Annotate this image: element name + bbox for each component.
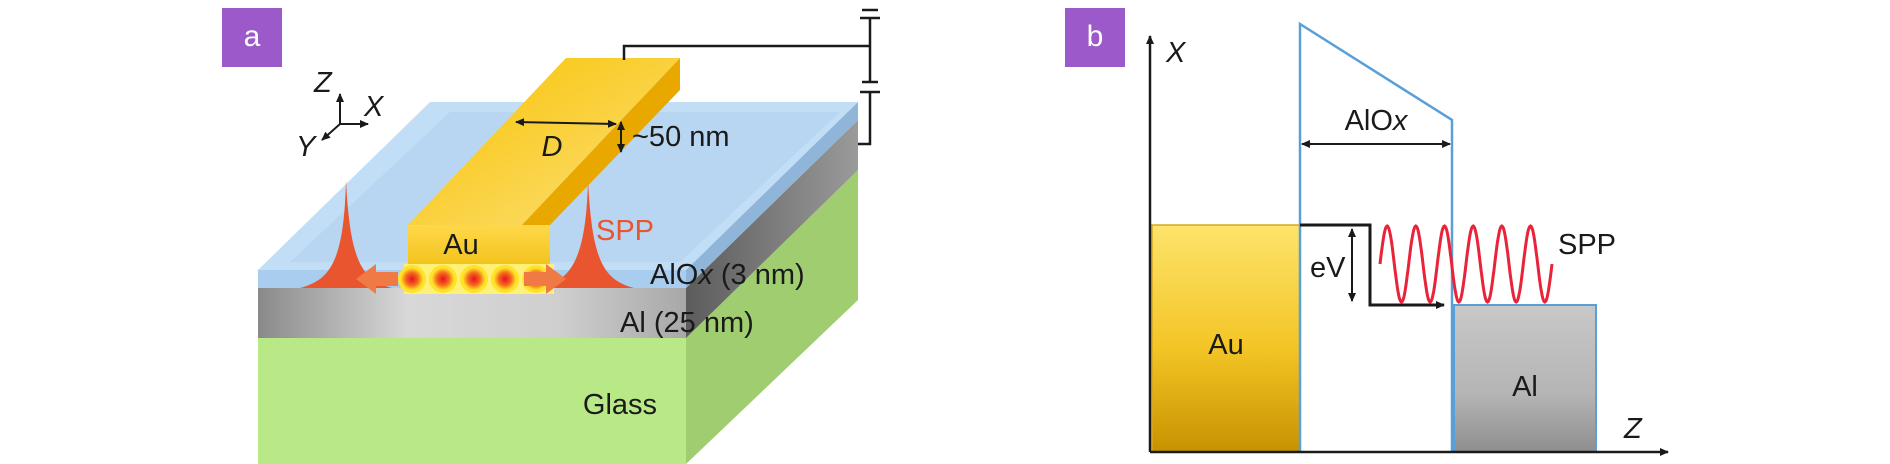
oxide-layer-side xyxy=(686,102,858,288)
au-band xyxy=(1151,224,1301,453)
oxide-layer-label: AlOx (3 nm) xyxy=(650,259,805,291)
al-layer-front xyxy=(258,288,686,338)
au-electrode-side xyxy=(522,58,680,225)
au-band-label: Au xyxy=(1208,329,1243,361)
panel-a-tag: a xyxy=(222,8,282,67)
width-symbol: D xyxy=(542,131,563,163)
coordinate-axes: Z X Y xyxy=(296,67,385,163)
tunnel-barrier xyxy=(1298,21,1454,452)
panel-b-tag: b xyxy=(1065,8,1125,67)
axis-x-label-b: X xyxy=(1165,37,1187,69)
panel-a: a D xyxy=(222,8,880,464)
al-band xyxy=(1453,304,1597,453)
panel-a-tag-label: a xyxy=(244,20,261,53)
axis-x-label: X xyxy=(363,91,385,123)
al-band-label: Al xyxy=(1512,371,1538,403)
glass-substrate-side xyxy=(686,170,858,464)
al-layer-side xyxy=(686,120,858,338)
electron-tunnel-path xyxy=(1300,223,1445,309)
axis-y-label: Y xyxy=(296,131,318,163)
glass-substrate-front xyxy=(258,338,686,464)
au-electrode-top xyxy=(408,58,680,225)
electrode-label: Au xyxy=(443,229,478,261)
spp-arrow-left xyxy=(356,264,398,294)
spp-arrow-right xyxy=(524,264,566,294)
au-electrode-front xyxy=(408,225,550,268)
width-dimension-arrow xyxy=(515,118,617,128)
spp-field-left xyxy=(300,180,392,288)
substrate-label: Glass xyxy=(583,389,657,421)
spp-label-b: SPP xyxy=(1558,229,1616,261)
panel-b: b X Z AlOx eV SPP Au Al xyxy=(1065,8,1669,456)
bias-circuit xyxy=(622,8,880,146)
al-layer-label: Al (25 nm) xyxy=(620,307,754,339)
spp-field-right xyxy=(540,180,634,288)
panel-b-tag-label: b xyxy=(1087,20,1104,53)
axis-z-label-b: Z xyxy=(1623,413,1643,445)
spp-label-a: SPP xyxy=(596,215,654,247)
barrier-label: AlOx xyxy=(1345,105,1409,137)
bias-label: eV xyxy=(1310,252,1346,284)
spp-wave xyxy=(1378,224,1554,304)
axis-z-label: Z xyxy=(313,67,333,99)
emission-spots xyxy=(398,264,554,294)
thickness-label: ~50 nm xyxy=(632,121,730,153)
